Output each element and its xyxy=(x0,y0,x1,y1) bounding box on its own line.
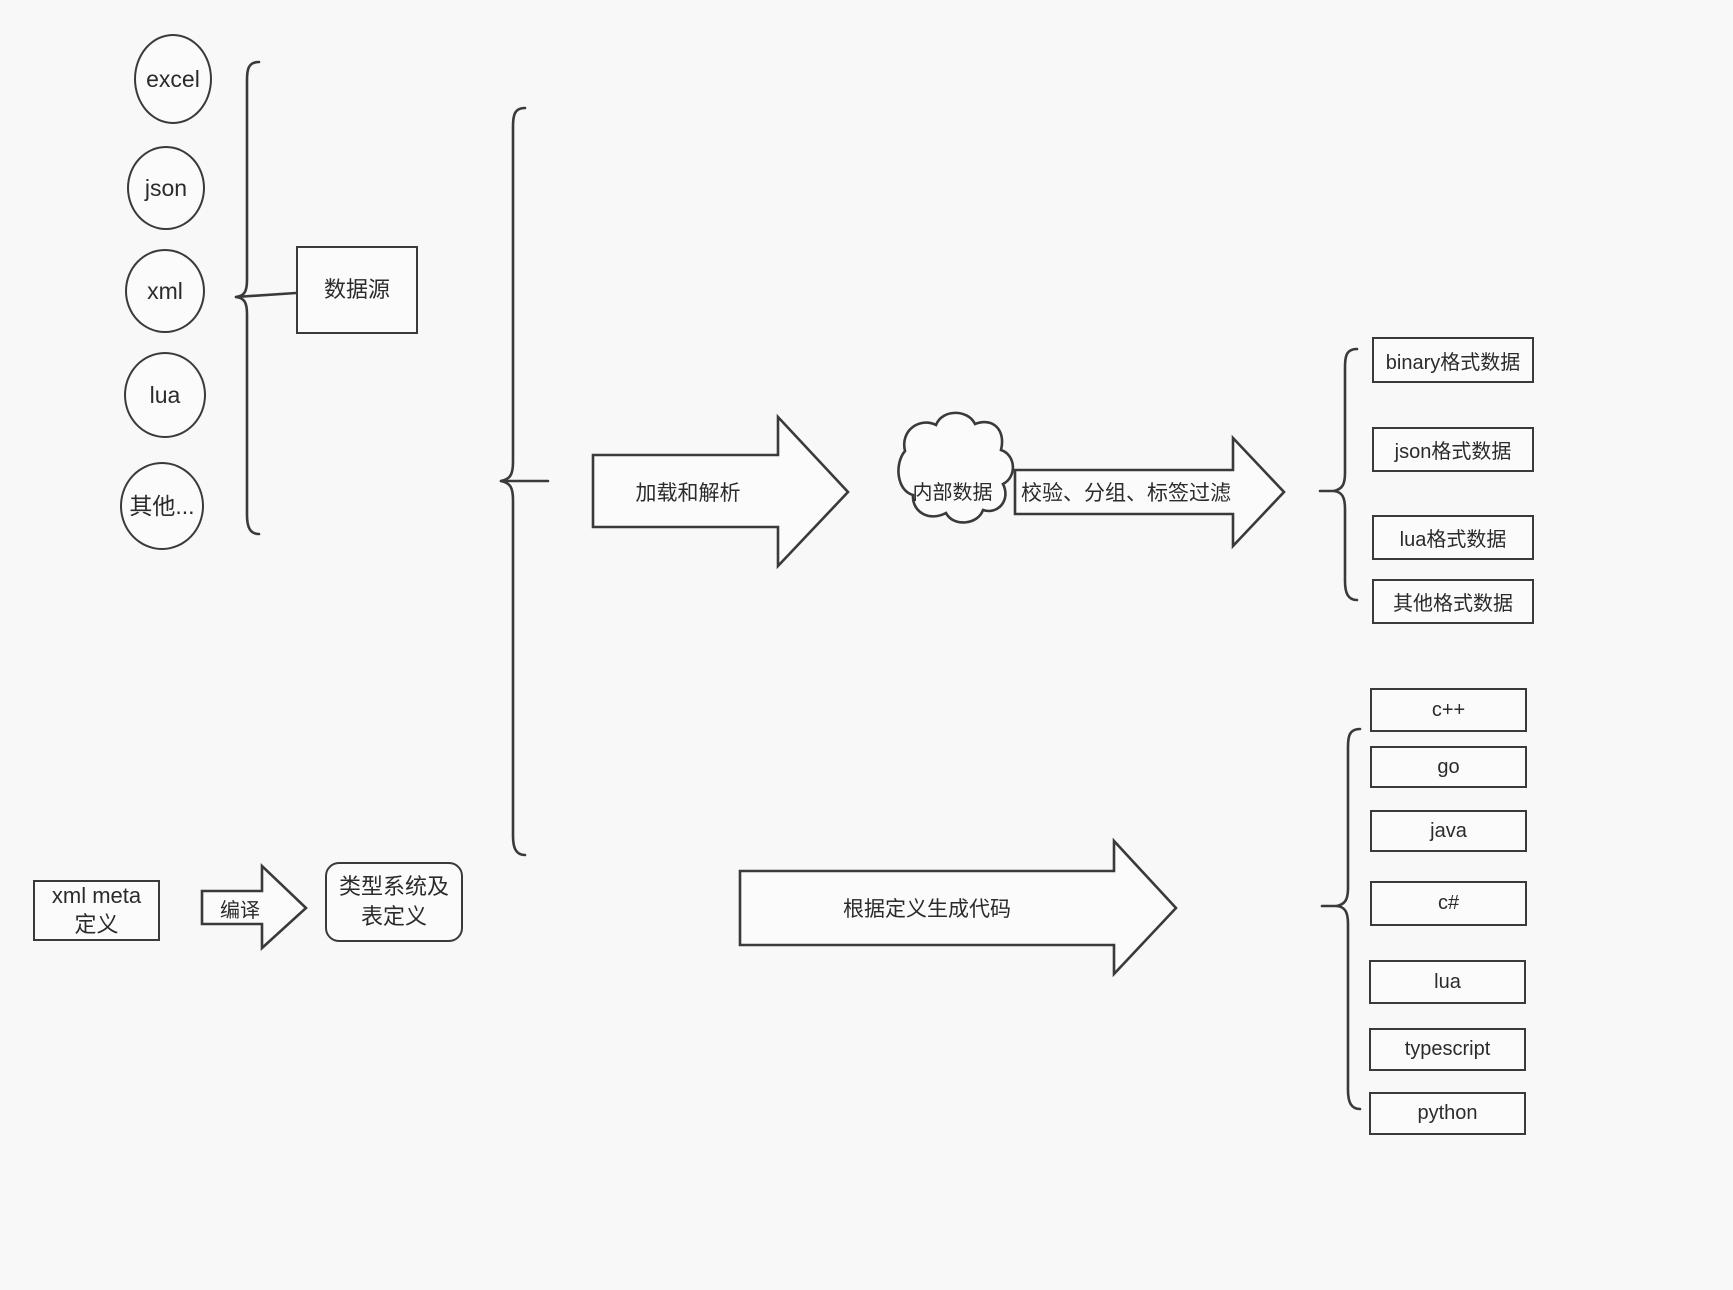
output-format-label: json格式数据 xyxy=(1394,441,1512,463)
output-format-box-lua[interactable]: lua格式数据 xyxy=(1372,515,1534,560)
language-box-lua[interactable]: lua xyxy=(1369,960,1526,1004)
output-format-box-json[interactable]: json格式数据 xyxy=(1372,427,1534,472)
language-box-go[interactable]: go xyxy=(1370,746,1527,788)
language-label: java xyxy=(1430,819,1467,842)
output-format-label: binary格式数据 xyxy=(1385,351,1521,374)
source-circle-xml[interactable]: xml xyxy=(125,249,205,333)
data-source-label: 数据源 xyxy=(323,276,390,302)
source-circle-json[interactable]: json xyxy=(127,146,205,230)
source-label: json xyxy=(144,174,188,201)
type-system-box[interactable]: 类型系统及表定义 xyxy=(325,862,463,942)
output-format-label: 其他格式数据 xyxy=(1393,593,1513,615)
output-format-box-other[interactable]: 其他格式数据 xyxy=(1372,579,1534,624)
internal-data-cloud-shape xyxy=(897,411,1015,524)
source-circle-lua[interactable]: lua xyxy=(124,352,206,438)
language-box-cpp[interactable]: c++ xyxy=(1370,688,1527,732)
source-circle-excel[interactable]: excel xyxy=(134,34,212,124)
language-brace xyxy=(1335,727,1362,1111)
xml-meta-definition-box[interactable]: xml meta定义 xyxy=(33,880,160,941)
output-format-box-binary[interactable]: binary格式数据 xyxy=(1372,337,1534,383)
source-label: 其他... xyxy=(129,492,195,519)
source-circle-other[interactable]: 其他... xyxy=(120,462,204,550)
language-label: typescript xyxy=(1404,1038,1491,1060)
type-system-label: 类型系统及表定义 xyxy=(338,874,449,929)
source-label: xml xyxy=(147,277,183,304)
language-label: go xyxy=(1437,755,1460,778)
validate-filter-arrow-shape xyxy=(1013,434,1286,550)
source-brace-connector xyxy=(234,291,298,299)
load-parse-arrow-shape xyxy=(591,413,850,570)
generate-code-arrow-shape xyxy=(738,837,1178,978)
output-format-label: lua格式数据 xyxy=(1399,529,1507,551)
language-box-java[interactable]: java xyxy=(1370,810,1527,852)
output-format-brace xyxy=(1332,347,1359,602)
language-box-csharp[interactable]: c# xyxy=(1370,881,1527,926)
source-label: lua xyxy=(149,381,181,408)
language-label: c# xyxy=(1437,892,1460,914)
language-box-typescript[interactable]: typescript xyxy=(1369,1028,1526,1071)
language-label: c++ xyxy=(1431,698,1466,721)
language-label: lua xyxy=(1434,970,1461,993)
source-label: excel xyxy=(146,65,200,92)
data-source-box[interactable]: 数据源 xyxy=(296,246,418,334)
language-box-python[interactable]: python xyxy=(1369,1092,1526,1135)
compile-arrow-shape xyxy=(200,862,308,951)
xml-meta-definition-label: xml meta定义 xyxy=(51,882,142,937)
language-label: python xyxy=(1417,1102,1478,1124)
